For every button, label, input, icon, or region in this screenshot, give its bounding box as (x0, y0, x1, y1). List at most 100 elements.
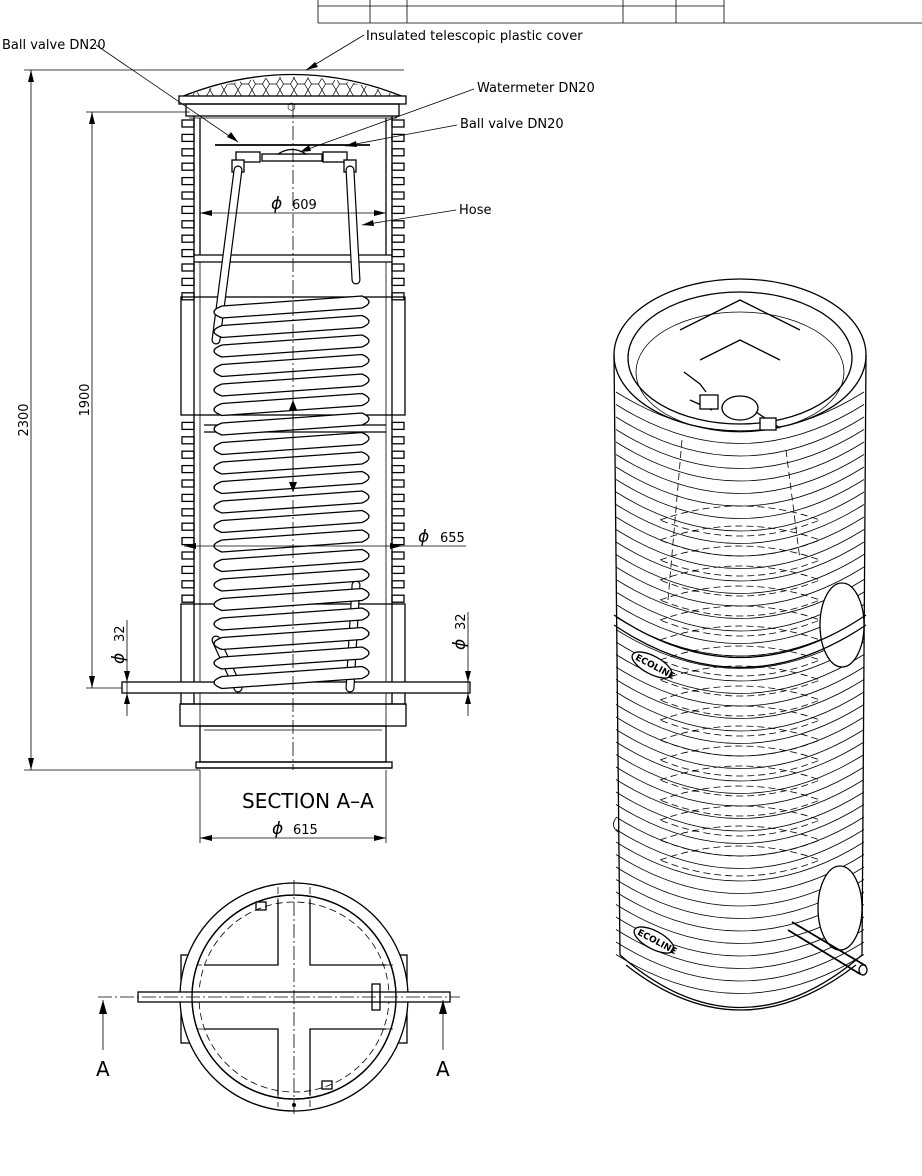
telescopic-cover: ⬡ (178, 73, 407, 119)
shaft-rib (181, 565, 195, 575)
shaft-rib (391, 594, 405, 603)
shaft-rib (181, 464, 195, 474)
coil-loop (213, 568, 370, 592)
shaft-rib (391, 493, 405, 503)
coil-loop (213, 490, 370, 514)
shaft-rib (391, 148, 405, 157)
shaft-rib (391, 119, 405, 128)
dimension-609: 609 (292, 198, 317, 213)
base-skirt (179, 703, 407, 769)
phi-symbol: ϕ (418, 527, 429, 547)
shaft-rib (391, 551, 405, 560)
shaft-rib (391, 205, 405, 215)
coil-loop (213, 334, 370, 358)
label-watermeter: Watermeter DN20 (477, 81, 595, 96)
coil-loop (213, 548, 370, 573)
shaft-rib (181, 479, 195, 488)
coil-loop (213, 509, 370, 534)
shaft-rib (391, 508, 405, 517)
coil-loop (213, 626, 370, 651)
dimension-32-right: 32 (454, 613, 469, 630)
coil-loop (213, 587, 370, 612)
shaft-rib (181, 421, 195, 431)
coil-loop (213, 373, 370, 397)
shaft-rib (181, 263, 195, 272)
corrugated-shaft (181, 116, 405, 704)
shaft-rib (391, 234, 405, 243)
coil-loop (213, 529, 370, 553)
label-cover: Insulated telescopic plastic cover (366, 29, 583, 44)
shaft-rib (391, 277, 405, 287)
phi-symbol: ϕ (109, 653, 129, 664)
shaft-rib (181, 450, 195, 459)
dimension-32-left: 32 (113, 625, 128, 642)
coil-loop (213, 665, 370, 690)
coil-loop (213, 451, 370, 475)
shaft-rib (181, 493, 195, 503)
shaft-rib (391, 191, 405, 200)
shaft-rib (391, 248, 405, 258)
shaft-rib (181, 436, 195, 445)
shaft-rib (181, 248, 195, 258)
shaft-rib (181, 205, 195, 215)
dimension-655: 655 (440, 531, 465, 546)
shaft-rib (391, 565, 405, 575)
shaft-rib (181, 536, 195, 546)
coil-loop (213, 607, 370, 631)
shaft-rib (391, 464, 405, 474)
phi-symbol: ϕ (271, 194, 282, 214)
shaft-rib (181, 119, 195, 128)
section-marker-right: A (436, 1057, 450, 1081)
shaft-rib (181, 594, 195, 603)
dimension-base-diameter: ϕ 615 (199, 770, 387, 843)
shaft-rib (181, 292, 195, 301)
section-title: SECTION A–A (242, 789, 374, 813)
coil-loop (213, 431, 370, 456)
hose-coil (213, 295, 370, 690)
dimension-total-height: 2300 (17, 69, 404, 771)
label-ball-valve-left: Ball valve DN20 (2, 38, 106, 53)
label-hose: Hose (459, 203, 492, 218)
shaft-rib (391, 292, 405, 301)
shaft-rib (391, 522, 405, 531)
shaft-rib (181, 220, 195, 229)
coil-loop (213, 412, 370, 436)
coil-loop (213, 295, 370, 319)
shaft-rib (181, 508, 195, 517)
shaft-rib (391, 176, 405, 186)
shaft-rib (391, 162, 405, 171)
coil-loop (213, 353, 370, 378)
phi-symbol: ϕ (272, 819, 283, 839)
shaft-rib (391, 220, 405, 229)
dimension-615: 615 (293, 823, 318, 838)
dimension-1900: 1900 (78, 383, 93, 416)
plan-view: A A (96, 880, 460, 1114)
dimension-outer-diameter: ϕ 655 (184, 527, 466, 549)
shaft-rib (181, 162, 195, 171)
isometric-view: ECOLINE ECOLINE (613, 278, 868, 1011)
shaft-rib (391, 263, 405, 272)
callouts: Insulated telescopic plastic cover Ball … (2, 29, 595, 226)
section-marker-left: A (96, 1057, 110, 1081)
shaft-rib (181, 522, 195, 531)
shaft-rib (181, 551, 195, 560)
coil-loop (213, 314, 370, 339)
coil-loop (213, 646, 370, 670)
shaft-rib (391, 479, 405, 488)
shaft-rib (181, 234, 195, 243)
shaft-rib (391, 436, 405, 445)
shaft-rib (391, 536, 405, 546)
shaft-rib (391, 580, 405, 589)
shaft-rib (181, 191, 195, 200)
dimension-depth: 1900 (78, 111, 190, 689)
label-ball-valve-right: Ball valve DN20 (460, 117, 564, 132)
shaft-rib (391, 421, 405, 431)
shaft-rib (391, 450, 405, 459)
dimension-pipe-right: ϕ 32 (450, 612, 471, 716)
section-view: ⬡ (121, 73, 471, 770)
dimension-2300: 2300 (17, 403, 32, 436)
dimension-pipe-left: ϕ 32 (109, 620, 130, 716)
shaft-rib (181, 133, 195, 143)
title-block-fragment (317, 0, 922, 24)
